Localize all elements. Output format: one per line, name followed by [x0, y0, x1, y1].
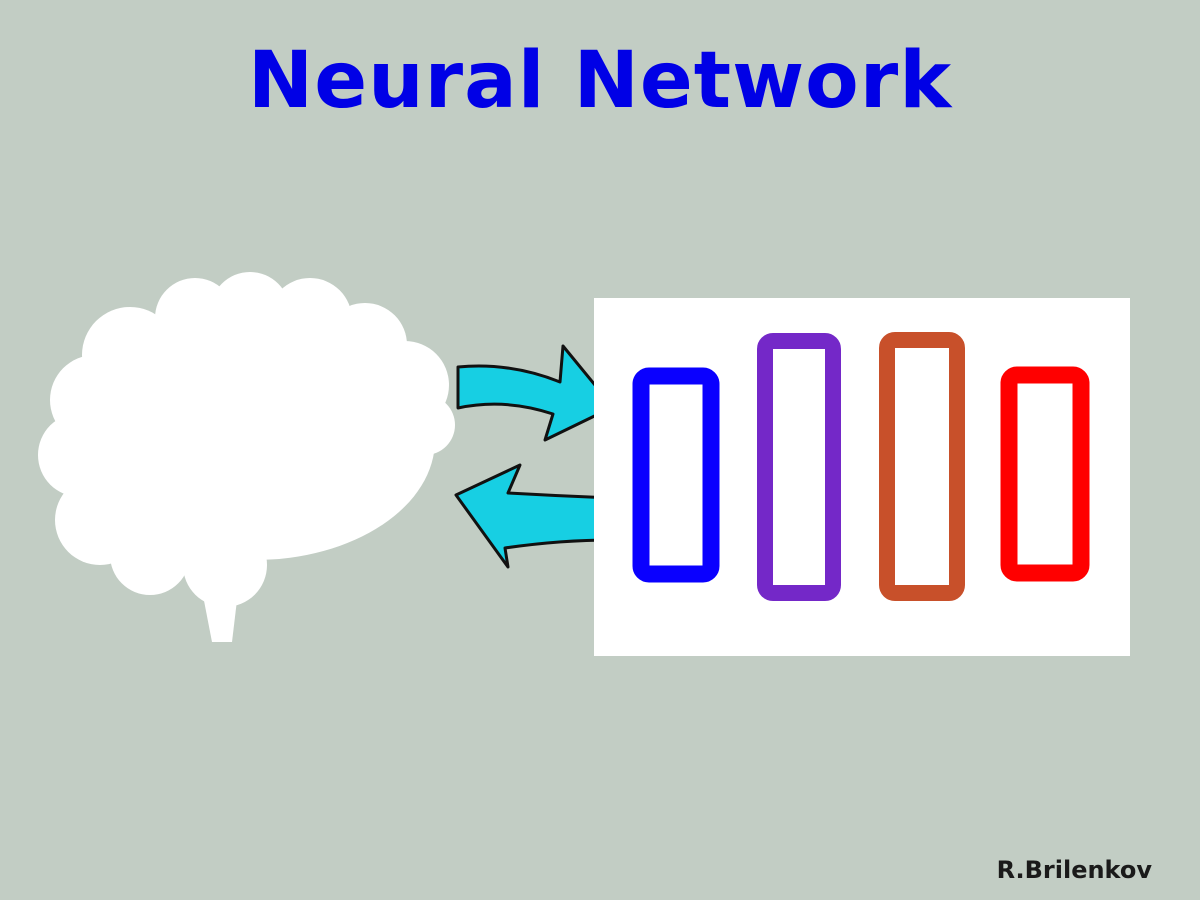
- author-credit: R.Brilenkov: [996, 856, 1152, 884]
- network-panel: [594, 298, 1130, 656]
- network-layer-1: [632, 367, 720, 583]
- arrow-to-brain-icon: [454, 463, 614, 569]
- brain-icon: [38, 272, 455, 642]
- network-layer-4: [1000, 366, 1090, 582]
- diagram-title: Neural Network: [247, 36, 953, 126]
- network-layer-3: [879, 332, 965, 601]
- network-layer-2: [757, 333, 841, 601]
